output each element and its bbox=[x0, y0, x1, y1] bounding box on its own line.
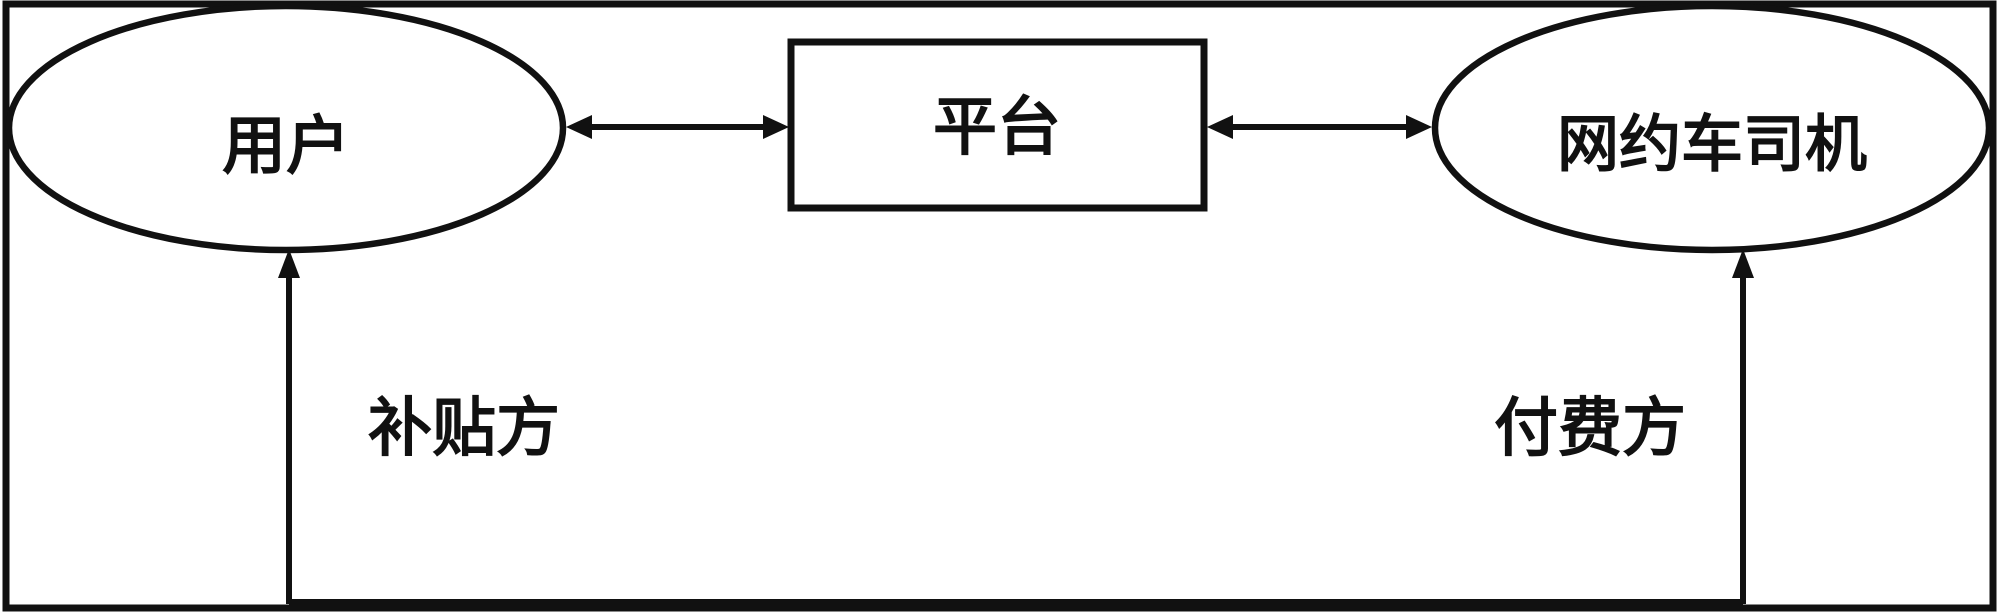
diagram-arrowheads bbox=[278, 115, 1754, 278]
platform-node-label: 平台 bbox=[933, 91, 1061, 163]
paying-side-label: 付费方 bbox=[1494, 392, 1686, 464]
arrowhead-into-platform-left-edge bbox=[763, 115, 789, 139]
user-node bbox=[5, 2, 567, 254]
driver-node bbox=[1431, 2, 1993, 254]
arrowhead-into-platform-right-edge bbox=[1207, 115, 1233, 139]
arrowhead-into-driver-bottom bbox=[1732, 249, 1754, 278]
arrowhead-into-user-right-edge bbox=[566, 115, 592, 139]
subsidy-side-label: 补贴方 bbox=[368, 392, 560, 464]
arrowhead-into-user-bottom bbox=[278, 249, 300, 278]
arrowhead-into-driver-left-edge bbox=[1406, 115, 1432, 139]
user-node-label: 用户 bbox=[222, 110, 350, 182]
platform-node bbox=[787, 38, 1208, 212]
diagram-labels: 用户 平台 网约车司机 补贴方 付费方 bbox=[222, 91, 1867, 464]
driver-node-label: 网约车司机 bbox=[1557, 111, 1867, 180]
